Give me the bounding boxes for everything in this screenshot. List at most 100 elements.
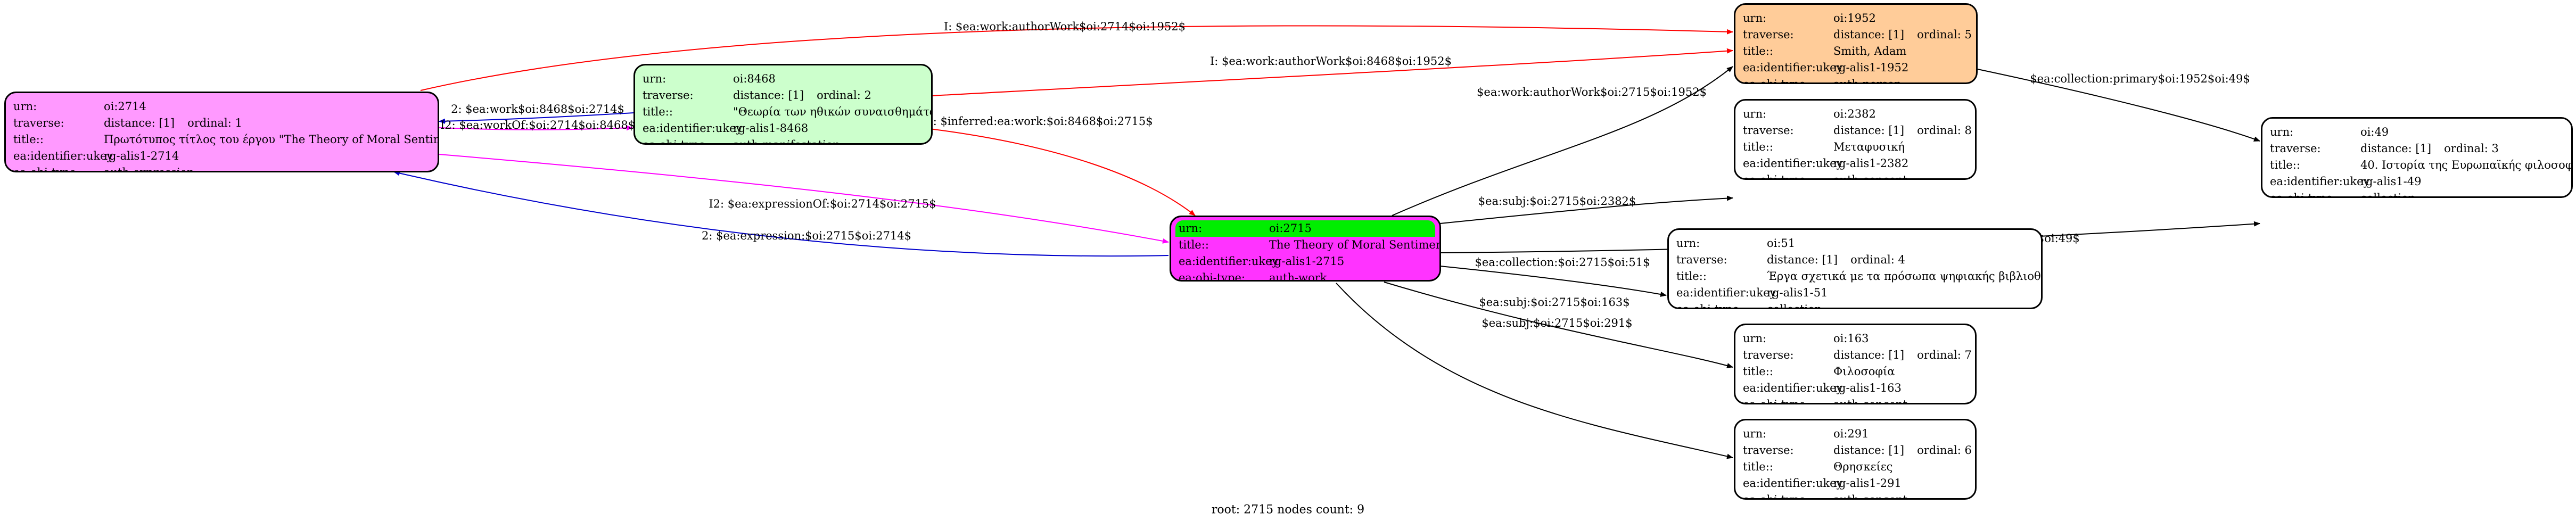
node-identifier: rg-alis1-291 bbox=[1833, 477, 1902, 490]
node-title: Μεταφυσική bbox=[1833, 140, 1905, 153]
key-identifier: ea:identifier:ukey bbox=[1676, 286, 1776, 299]
key-title: title:: bbox=[1676, 270, 1707, 283]
edge-2715-2714 bbox=[393, 170, 1169, 257]
node-oi-49[interactable]: urn:oi:49 traverse:distance: [1]ordinal:… bbox=[2261, 117, 2573, 198]
node-objtype: auth-manifestation bbox=[733, 138, 841, 145]
node-title: Φιλοσοφία bbox=[1833, 365, 1895, 378]
key-objtype: ea:obj-type: bbox=[1743, 493, 1809, 500]
edge-8468-2715 bbox=[920, 127, 1196, 216]
edge-label-8468-1952: I: $ea:work:authorWork$oi:8468$oi:1952$ bbox=[1210, 55, 1452, 68]
node-identifier: rg-alis1-2715 bbox=[1269, 255, 1345, 268]
key-title: title:: bbox=[13, 133, 44, 146]
node-oi-1952[interactable]: urn:oi:1952 traverse:distance: [1]ordina… bbox=[1734, 3, 1978, 84]
node-identifier: rg-alis1-8468 bbox=[733, 122, 809, 135]
edge-2715-163 bbox=[1384, 282, 1733, 368]
edge-2714-2715 bbox=[439, 154, 1169, 244]
key-title: title:: bbox=[1743, 45, 1773, 57]
key-urn: urn: bbox=[1743, 12, 1767, 24]
key-objtype: ea:obj-type: bbox=[2270, 192, 2336, 198]
key-traverse: traverse: bbox=[1743, 349, 1794, 361]
node-oi-2714[interactable]: urn:oi:2714 traverse:distance: [1]ordina… bbox=[4, 92, 439, 172]
node-objtype: collection bbox=[2360, 192, 2416, 198]
key-title: title:: bbox=[1743, 365, 1773, 378]
node-identifier: rg-alis1-1952 bbox=[1833, 61, 1909, 74]
edge-label-8468-2714: 2: $ea:work$oi:8468$oi:2714$ bbox=[451, 103, 624, 115]
key-identifier: ea:identifier:ukey bbox=[1743, 61, 1843, 74]
node-objtype: auth-concept bbox=[1833, 398, 1908, 404]
key-title: title:: bbox=[643, 105, 673, 118]
edge-2715-51 bbox=[1439, 266, 1667, 297]
key-traverse: traverse: bbox=[1743, 28, 1794, 41]
edge-label-2714-1952: I: $ea:work:authorWork$oi:2714$oi:1952$ bbox=[944, 20, 1186, 33]
node-objtype: collection bbox=[1767, 303, 1822, 309]
node-objtype: auth-concept bbox=[1833, 493, 1908, 500]
node-title: "Θεωρία των ηθικών συναισθημάτων" bbox=[733, 105, 933, 118]
edge-label-1952-49: $ea:collection:primary$oi:1952$oi:49$ bbox=[2030, 72, 2250, 85]
node-title: Smith, Adam bbox=[1833, 45, 1907, 57]
edge-label-2715-163: $ea:subj:$oi:2715$oi:163$ bbox=[1479, 296, 1630, 309]
node-oi-2715[interactable]: urn:oi:2715 title::The Theory of Moral S… bbox=[1170, 216, 1441, 282]
key-identifier: ea:identifier:ukey bbox=[2270, 175, 2370, 188]
node-urn: oi:8468 bbox=[733, 72, 776, 85]
node-objtype: auth-expression bbox=[104, 166, 194, 172]
key-identifier: ea:identifier:ukey bbox=[1743, 157, 1843, 170]
edge-label-2715-1952: $ea:work:authorWork$oi:2715$oi:1952$ bbox=[1477, 86, 1707, 98]
node-traverse: distance: [1]ordinal: 2 bbox=[733, 89, 871, 102]
key-title: title:: bbox=[1743, 140, 1773, 153]
key-identifier: ea:identifier:ukey bbox=[1743, 382, 1843, 394]
key-urn: urn: bbox=[1676, 237, 1700, 250]
edge-label-2715-2714: 2: $ea:expression:$oi:2715$oi:2714$ bbox=[701, 229, 912, 242]
edge-8468-1952 bbox=[931, 48, 1733, 96]
node-title: 40. Ιστορία της Ευρωπαϊκής φιλοσοφίας bbox=[2360, 159, 2573, 171]
node-objtype: auth-person bbox=[1833, 78, 1902, 84]
node-identifier: rg-alis1-2382 bbox=[1833, 157, 1909, 170]
graph-footer: root: 2715 nodes count: 9 bbox=[1211, 503, 1365, 517]
key-urn: urn: bbox=[643, 72, 666, 85]
edge-8468-2714 bbox=[439, 112, 634, 124]
node-oi-2382[interactable]: urn: oi:2382 traverse: distance: [1]ordina… bbox=[1734, 99, 1977, 180]
key-identifier: ea:identifier:ukey bbox=[13, 150, 113, 162]
key-urn: urn: bbox=[1743, 332, 1767, 345]
node-title: Πρωτότυπος τίτλος του έργου "The Theory … bbox=[104, 133, 439, 146]
key-objtype: ea:obj-type: bbox=[1743, 398, 1809, 404]
node-traverse: distance: [1]ordinal: 8 bbox=[1833, 124, 1972, 137]
node-oi-291[interactable]: urn:oi:291 traverse:distance: [1]ordinal… bbox=[1734, 419, 1977, 500]
key-traverse: traverse: bbox=[1743, 444, 1794, 457]
key-urn: urn: bbox=[1179, 222, 1203, 235]
edge-label-2715-291: $ea:subj:$oi:2715$oi:291$ bbox=[1482, 317, 1633, 329]
edge-label-2714-2715: I2: $ea:expressionOf:$oi:2714$oi:2715$ bbox=[709, 197, 936, 210]
node-objtype: auth-work bbox=[1269, 271, 1327, 282]
node-urn: oi:2382 bbox=[1833, 107, 1876, 120]
node-identifier: rg-alis1-163 bbox=[1833, 382, 1902, 394]
edge-2715-1952 bbox=[1392, 66, 1733, 216]
node-oi-163[interactable]: urn:oi:163 traverse:distance: [1]ordinal… bbox=[1734, 324, 1977, 404]
node-traverse: distance: [1]ordinal: 6 bbox=[1833, 444, 1972, 457]
node-traverse: distance: [1]ordinal: 1 bbox=[104, 117, 242, 129]
key-objtype: ea:obj-type: bbox=[643, 138, 709, 145]
key-traverse: traverse: bbox=[1676, 253, 1727, 266]
key-traverse: traverse: bbox=[1743, 124, 1794, 137]
key-objtype: ea:obj-type: bbox=[1179, 271, 1245, 282]
edge-2715-291 bbox=[1336, 283, 1733, 459]
node-oi-51[interactable]: urn:oi:51 traverse:distance: [1]ordinal:… bbox=[1667, 228, 2043, 309]
node-traverse: distance: [1]ordinal: 4 bbox=[1767, 253, 1905, 266]
key-identifier: ea:identifier:ukey bbox=[1743, 477, 1843, 490]
node-title: Έργα σχετικά με τα πρόσωπα ψηφιακής βιβλ… bbox=[1767, 270, 2043, 283]
edge-label-2714-8468: I2: $ea:workOf:$oi:2714$oi:8468$ bbox=[440, 119, 636, 131]
key-urn: urn: bbox=[1743, 107, 1767, 120]
key-identifier: ea:identifier:ukey bbox=[1179, 255, 1279, 268]
key-identifier: ea:identifier:ukey bbox=[643, 122, 743, 135]
key-urn: urn: bbox=[1743, 427, 1767, 440]
node-urn: oi:49 bbox=[2360, 126, 2389, 138]
key-objtype: ea:obj-type: bbox=[1743, 78, 1809, 84]
node-title: The Theory of Moral Sentiments bbox=[1269, 238, 1441, 251]
node-identifier: rg-alis1-51 bbox=[1767, 286, 1828, 299]
key-objtype: ea:obj-type: bbox=[13, 166, 80, 172]
key-title: title:: bbox=[2270, 159, 2300, 171]
key-objtype: ea:obj-type: bbox=[1676, 303, 1743, 309]
node-objtype: auth-concept bbox=[1833, 173, 1908, 180]
node-oi-8468[interactable]: urn:oi:8468 traverse:distance: [1]ordina… bbox=[633, 64, 933, 145]
edge-2715-2382 bbox=[1439, 195, 1733, 224]
node-traverse: distance: [1]ordinal: 7 bbox=[1833, 349, 1972, 361]
